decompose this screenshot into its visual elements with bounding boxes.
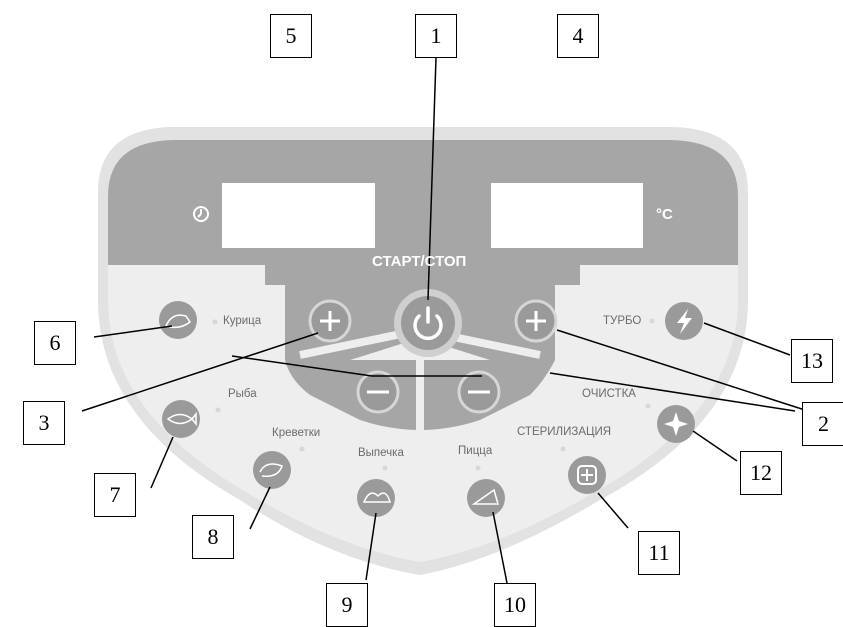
- time-plus-button[interactable]: [308, 299, 352, 343]
- start-stop-label: СТАРТ/СТОП: [372, 253, 467, 270]
- callout-13: 13: [791, 339, 833, 383]
- baking-label: Выпечка: [358, 447, 404, 459]
- shrimp-label: Креветки: [272, 427, 321, 439]
- cleaning-label: ОЧИСТКА: [582, 388, 636, 400]
- sterilization-label: СТЕРИЛИЗАЦИЯ: [517, 426, 612, 438]
- leader-line-1: [427, 57, 437, 301]
- chicken-button[interactable]: [159, 301, 218, 339]
- leader-line-6: [93, 325, 173, 338]
- leader-line-9: [365, 512, 377, 581]
- celsius-label: °C: [656, 206, 673, 223]
- shrimp-button[interactable]: [253, 446, 305, 490]
- clock-icon: [193, 206, 209, 222]
- callout-9: 9: [326, 583, 368, 627]
- time-display: [222, 183, 375, 248]
- callout-8: 8: [192, 515, 234, 559]
- callout-11: 11: [638, 531, 680, 575]
- leader-line-2: [549, 329, 809, 412]
- leader-line-13: [703, 322, 791, 356]
- leader-line-3: [81, 332, 482, 412]
- cleaning-button[interactable]: [645, 403, 696, 444]
- pizza-label: Пицца: [458, 445, 493, 457]
- panel-dark-area: [108, 140, 738, 285]
- temperature-minus-button[interactable]: [457, 370, 501, 414]
- leader-line-11: [597, 492, 629, 529]
- sterilization-button[interactable]: [560, 446, 607, 495]
- turbo-label: ТУРБО: [603, 315, 642, 327]
- power-button[interactable]: [394, 289, 462, 357]
- callout-3: 3: [23, 401, 65, 445]
- callout-4: 4: [557, 14, 599, 58]
- callout-7: 7: [94, 473, 136, 517]
- leader-line-7: [150, 436, 174, 489]
- chicken-label: Курица: [223, 315, 262, 327]
- leader-line-8: [249, 486, 271, 530]
- callout-5: 5: [270, 14, 312, 58]
- callout-2: 2: [802, 402, 843, 446]
- fish-label: Рыба: [228, 388, 257, 400]
- pizza-button[interactable]: [467, 465, 505, 518]
- leader-line-12: [692, 430, 738, 462]
- baking-button[interactable]: [357, 465, 395, 518]
- callout-1: 1: [415, 14, 457, 58]
- temperature-display: [491, 183, 643, 248]
- fish-button[interactable]: [162, 400, 221, 438]
- time-minus-button[interactable]: [356, 370, 400, 414]
- leader-line-10: [492, 511, 508, 584]
- callout-12: 12: [740, 451, 782, 495]
- turbo-button[interactable]: [649, 302, 704, 340]
- temperature-plus-button[interactable]: [514, 299, 558, 343]
- callout-10: 10: [494, 583, 536, 627]
- callout-6: 6: [34, 321, 76, 365]
- leader-lines: [81, 57, 809, 584]
